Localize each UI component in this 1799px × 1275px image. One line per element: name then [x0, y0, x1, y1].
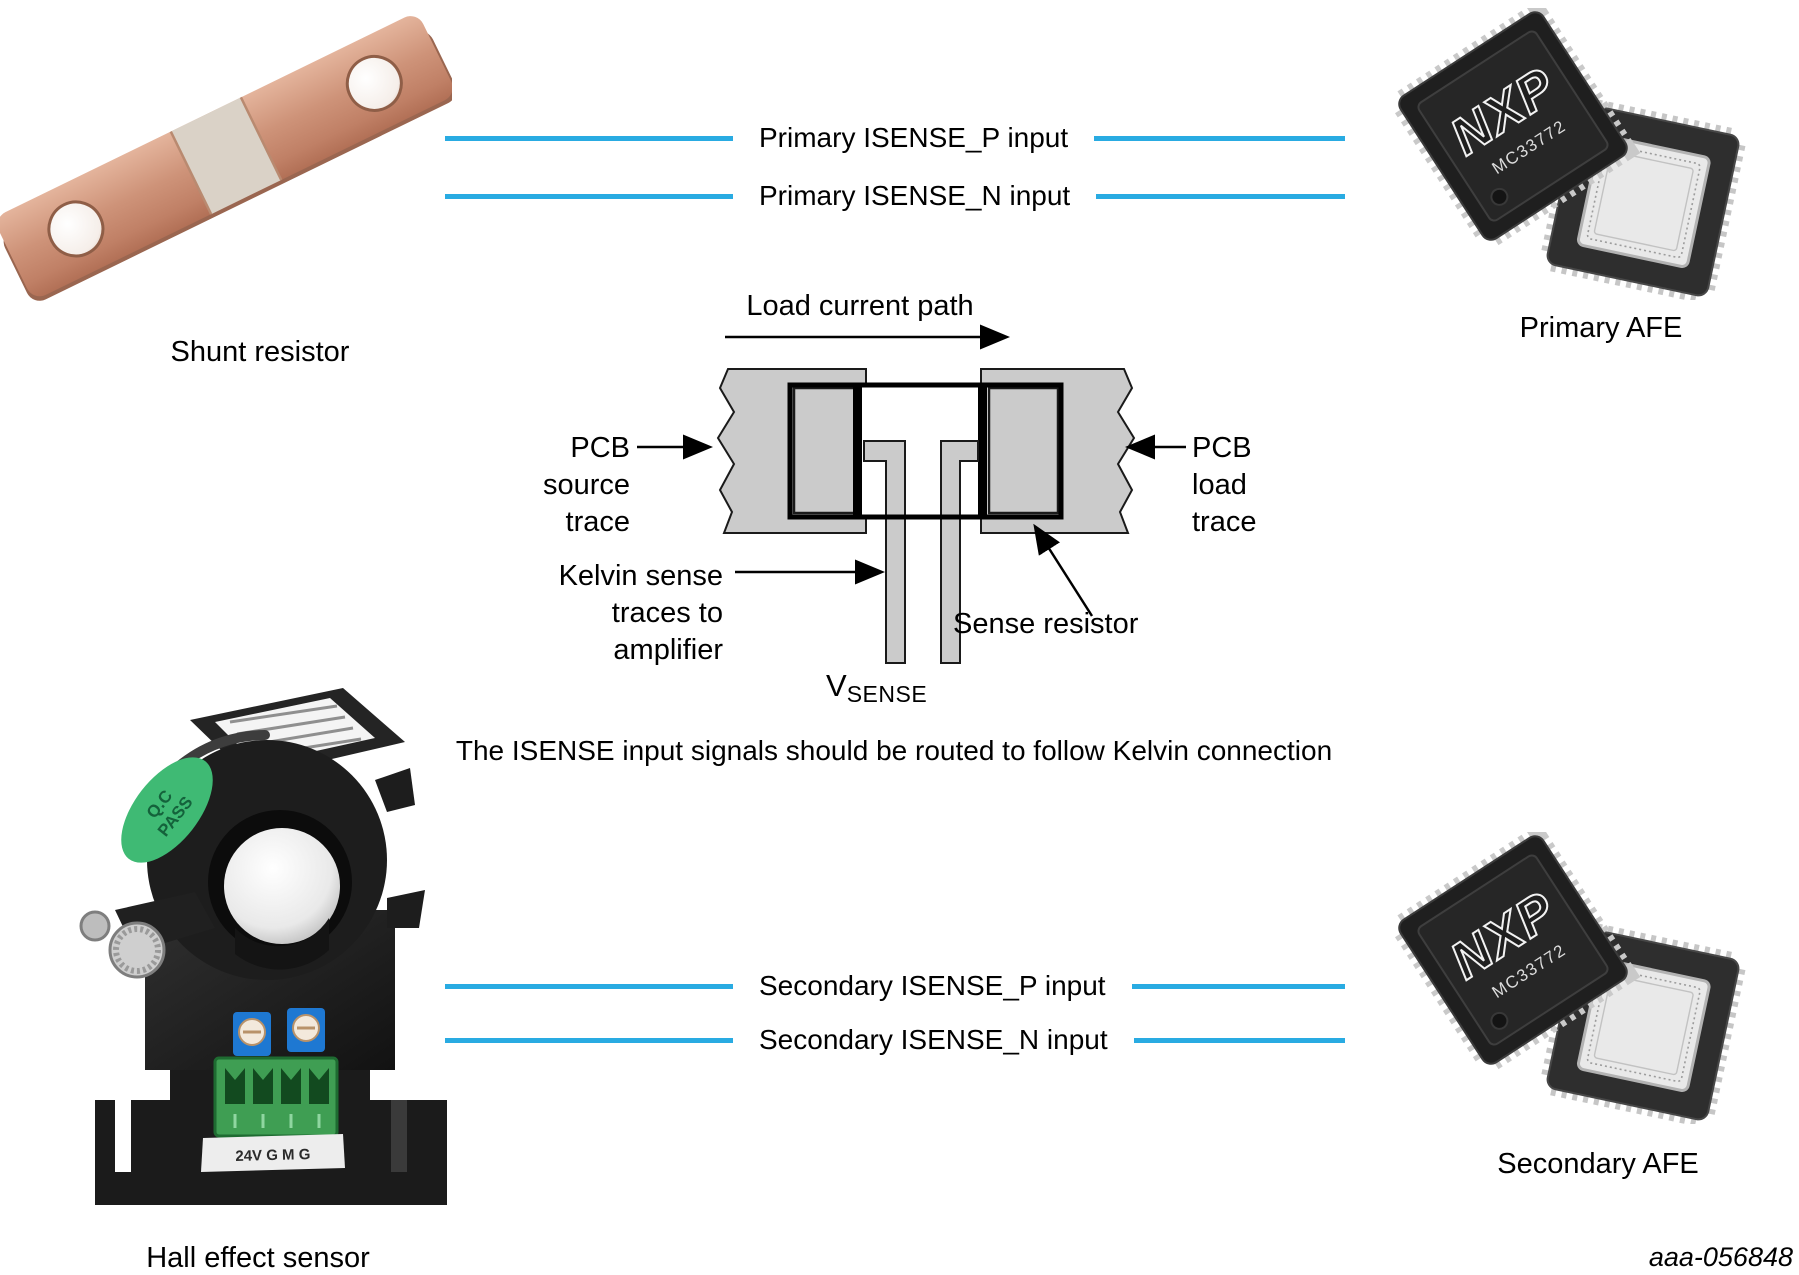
- secondary-isense-p-wire-left: [445, 983, 733, 989]
- secondary-isense-p-label: Secondary ISENSE_P input: [759, 970, 1106, 1001]
- primary-isense-n-wire-left: [445, 193, 733, 199]
- primary-isense-p-label: Primary ISENSE_P input: [759, 122, 1069, 153]
- kelvin-sense-label: Kelvin sense traces to amplifier: [558, 560, 723, 666]
- load-current-path-label: Load current path: [746, 290, 974, 322]
- resistor-pad-left: [792, 386, 857, 515]
- secondary-isense-n-row: Secondary ISENSE_N input: [445, 1023, 1345, 1057]
- primary-isense-p-wire-right: [1094, 135, 1345, 141]
- hall-trimmer-left: [233, 1012, 271, 1056]
- vsense-label: VSENSE: [826, 668, 928, 707]
- hall-qc-sticker: Q.C PASS: [121, 757, 213, 863]
- primary-isense-n-label: Primary ISENSE_N input: [759, 180, 1071, 211]
- svg-text:24V G M G: 24V G M G: [235, 1146, 310, 1165]
- secondary-isense-n-wire-left: [445, 1037, 733, 1043]
- resistor-pad-right: [987, 386, 1060, 515]
- primary-isense-p-wire-left: [445, 135, 733, 141]
- secondary-isense-p-wire-right: [1131, 983, 1345, 989]
- pcb-load-trace-label: PCB load trace: [1192, 432, 1257, 538]
- diagram-caption: The ISENSE input signals should be route…: [455, 735, 1333, 766]
- sense-resistor-label: Sense resistor: [953, 608, 1139, 640]
- hall-terminal-strip: 24V G M G: [201, 1134, 345, 1172]
- kelvin-diagram: [637, 324, 1186, 664]
- primary-isense-p-row: Primary ISENSE_P input: [445, 121, 1345, 155]
- hall-terminal-block: [213, 1056, 339, 1138]
- secondary-afe-label: Secondary AFE: [1497, 1148, 1699, 1180]
- shunt-hole-left: [47, 200, 105, 258]
- kelvin-trace-right: [940, 440, 979, 664]
- hall-sensor-photo: Q.C PASS 24V G M G: [79, 688, 447, 1205]
- secondary-isense-p-row: Secondary ISENSE_P input: [445, 969, 1345, 1003]
- shunt-manganin-band: [170, 97, 282, 215]
- secondary-isense-n-label: Secondary ISENSE_N input: [759, 1024, 1108, 1055]
- sense-resistor-outline: [787, 382, 1064, 520]
- primary-isense-n-row: Primary ISENSE_N input: [445, 179, 1345, 213]
- primary-isense-n-wire-right: [1096, 193, 1345, 199]
- kelvin-trace-left: [863, 440, 906, 664]
- hall-caption: Hall effect sensor: [146, 1242, 370, 1274]
- primary-afe-label: Primary AFE: [1519, 312, 1683, 344]
- secondary-isense-n-wire-right: [1133, 1037, 1345, 1043]
- hall-trimmer-right: [287, 1008, 325, 1052]
- shunt-caption: Shunt resistor: [170, 336, 350, 368]
- shunt-resistor-photo: [0, 16, 452, 301]
- figure-id: aaa-056848: [1648, 1242, 1793, 1272]
- secondary-afe-chip-photo: NXP MC33772: [1385, 832, 1749, 1124]
- shunt-hole-right: [345, 54, 403, 112]
- pcb-source-trace-label: PCB source trace: [542, 432, 630, 538]
- primary-afe-chip-photo: NXP MC33772: [1385, 8, 1749, 300]
- pin1-dot: [1490, 1011, 1509, 1030]
- pin1-dot: [1490, 187, 1509, 206]
- hall-bore: [224, 828, 340, 944]
- sense-resistor-arrow: [1033, 523, 1094, 617]
